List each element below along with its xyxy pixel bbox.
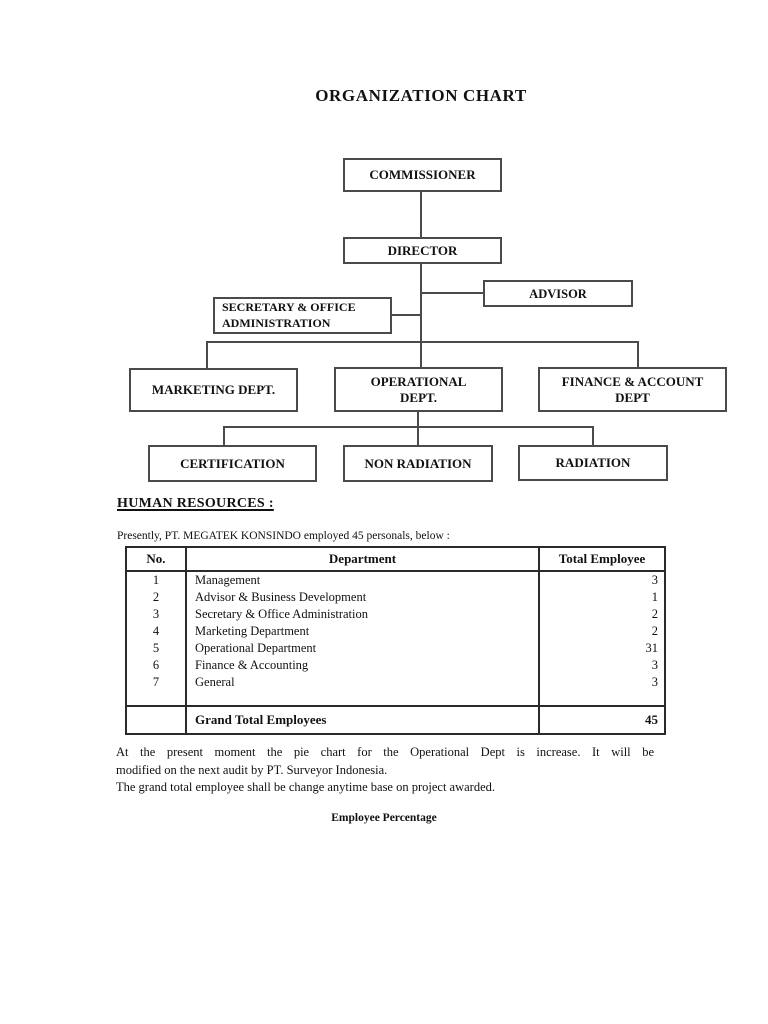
note-line: modified on the next audit by PT. Survey… (116, 762, 388, 777)
cell-department: Advisor & Business Development (187, 589, 540, 606)
cell-no: 5 (127, 640, 187, 657)
cell-department: Operational Department (187, 640, 540, 657)
table-row: 6 Finance & Accounting 3 (127, 657, 664, 674)
table-row: 3 Secretary & Office Administration 2 (127, 606, 664, 623)
org-node-label: OPERATIONAL (370, 373, 467, 389)
connector-radiation-drop (592, 426, 594, 445)
employee-table-header: No. Department Total Employee (127, 548, 664, 572)
column-header-no: No. (127, 548, 187, 570)
org-node-label: MARKETING DEPT. (151, 382, 276, 397)
org-node-secretary-office-administration: SECRETARY & OFFICE ADMINISTRATION (213, 297, 392, 334)
org-node-finance-account-dept: FINANCE & ACCOUNT DEPT (538, 367, 727, 412)
org-node-label: ADMINISTRATION (222, 315, 331, 330)
connector-operational-trunk (417, 412, 419, 445)
connector-secretary (392, 314, 421, 316)
cell-department: General (187, 674, 540, 691)
org-node-label: DEPT. (400, 389, 437, 405)
org-node-label: SECRETARY & OFFICE (222, 300, 356, 314)
grand-total-label: Grand Total Employees (187, 707, 540, 733)
table-row: 5 Operational Department 31 (127, 640, 664, 657)
org-node-label: COMMISSIONER (369, 167, 476, 182)
cell-total: 2 (651, 607, 658, 621)
cell-total: 2 (651, 624, 658, 638)
page-title: ORGANIZATION CHART (315, 86, 527, 105)
connector-sections-bus (223, 426, 594, 428)
connector-departments-bus (206, 341, 639, 343)
org-node-marketing-dept: MARKETING DEPT. (129, 368, 298, 412)
org-node-non-radiation: NON RADIATION (343, 445, 493, 482)
cell-no: 1 (127, 572, 187, 589)
org-node-label: FINANCE & ACCOUNT (561, 373, 704, 389)
org-node-director: DIRECTOR (343, 237, 502, 264)
cell-total: 1 (651, 590, 658, 604)
table-row: 2 Advisor & Business Development 1 (127, 589, 664, 606)
org-node-label: CERTIFICATION (180, 455, 285, 471)
cell-total: 31 (645, 641, 659, 655)
connector-advisor (421, 292, 483, 294)
cell-department: Marketing Department (187, 623, 540, 640)
org-node-label: DIRECTOR (387, 242, 458, 258)
org-node-advisor: ADVISOR (483, 280, 633, 307)
cell-department: Finance & Accounting (187, 657, 540, 674)
note-line: The grand total employee shall be change… (116, 780, 496, 794)
employee-table: No. Department Total Employee 1 Manageme… (125, 546, 666, 735)
connector-finance-drop (637, 341, 639, 367)
org-node-commissioner: COMMISSIONER (343, 158, 502, 192)
org-node-radiation: RADIATION (518, 445, 668, 481)
note-line: At the present moment the pie chart for … (116, 745, 654, 759)
employee-percentage-caption: Employee Percentage (331, 812, 437, 824)
cell-department: Secretary & Office Administration (187, 606, 540, 623)
cell-no: 7 (127, 674, 187, 691)
org-node-label: RADIATION (555, 455, 631, 470)
table-row: 7 General 3 (127, 674, 664, 691)
connector-marketing-drop (206, 341, 208, 368)
table-row: 1 Management 3 (127, 572, 664, 589)
org-node-label: ADVISOR (529, 286, 587, 301)
column-header-total-employee: Total Employee (558, 551, 646, 566)
table-filler-row (127, 691, 664, 705)
connector-commissioner-director (420, 192, 422, 237)
cell-no: 2 (127, 589, 187, 606)
org-node-operational-dept: OPERATIONAL DEPT. (334, 367, 503, 412)
org-node-certification: CERTIFICATION (148, 445, 317, 482)
human-resources-heading: HUMAN RESOURCES : (117, 496, 274, 511)
org-node-label: NON RADIATION (364, 455, 472, 471)
cell-no: 6 (127, 657, 187, 674)
cell-department: Management (187, 572, 540, 589)
connector-director-trunk (420, 263, 422, 367)
connector-certification-drop (223, 426, 225, 445)
cell-no: 3 (127, 606, 187, 623)
table-grand-total-row: Grand Total Employees 45 (127, 705, 664, 733)
human-resources-intro: Presently, PT. MEGATEK KONSINDO employed… (117, 530, 450, 542)
column-header-department: Department (187, 548, 540, 570)
cell-total: 3 (651, 573, 658, 587)
org-node-label: DEPT (615, 389, 650, 405)
notes-paragraph: At the present moment the pie chart for … (116, 744, 654, 797)
cell-total: 3 (651, 658, 658, 672)
cell-no: 4 (127, 623, 187, 640)
cell-total: 3 (651, 675, 658, 689)
grand-total-value: 45 (645, 712, 658, 727)
table-row: 4 Marketing Department 2 (127, 623, 664, 640)
